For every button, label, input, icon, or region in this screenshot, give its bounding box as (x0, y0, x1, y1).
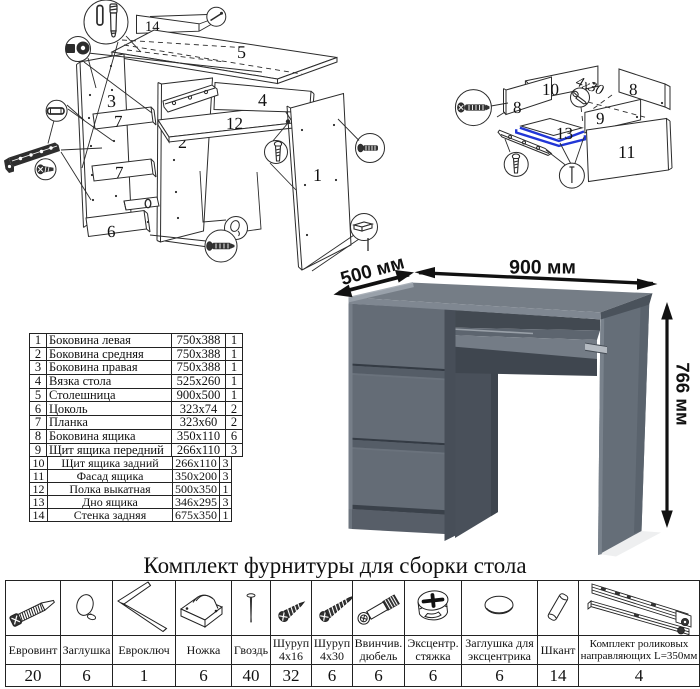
svg-text:12: 12 (226, 114, 243, 133)
svg-text:6: 6 (107, 222, 116, 241)
svg-text:7: 7 (115, 163, 124, 182)
svg-text:3: 3 (107, 91, 116, 111)
svg-text:10: 10 (542, 80, 559, 99)
svg-text:11: 11 (618, 142, 635, 162)
svg-text:13: 13 (556, 124, 573, 143)
svg-text:766 мм: 766 мм (673, 362, 694, 425)
svg-text:1: 1 (313, 165, 322, 185)
svg-text:8: 8 (629, 80, 638, 99)
svg-text:900 мм: 900 мм (509, 257, 576, 279)
svg-text:7: 7 (114, 112, 123, 131)
svg-text:4: 4 (258, 90, 267, 110)
svg-text:2: 2 (178, 132, 187, 152)
svg-text:5: 5 (237, 42, 246, 62)
svg-text:9: 9 (596, 109, 605, 128)
svg-text:8: 8 (513, 98, 522, 117)
